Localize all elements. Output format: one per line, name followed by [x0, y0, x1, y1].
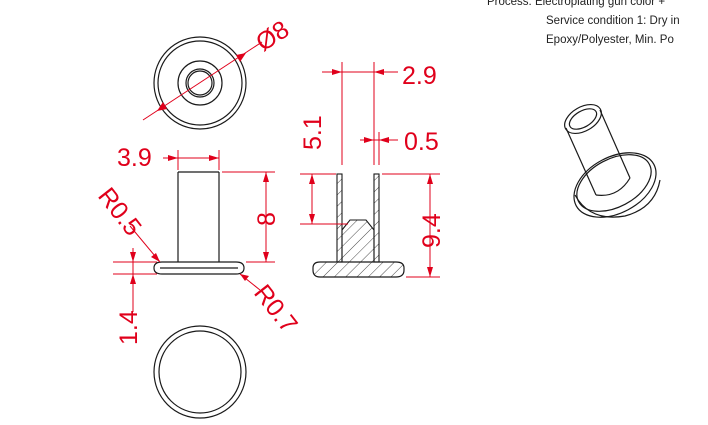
iso-flange-inner	[576, 154, 652, 212]
flange-outline	[153, 261, 245, 275]
top-view-hole-inner	[187, 70, 213, 96]
dim-inner-depth: 5.1	[299, 115, 327, 150]
dim-flange-thickness: 1.4	[115, 310, 143, 345]
top-view-inner-circle	[177, 60, 223, 106]
dim-wall-thickness: 0.5	[404, 128, 439, 156]
dim-outer-diameter: Ø8	[251, 15, 294, 57]
dim-bottom-fillet-arrow	[240, 274, 249, 281]
dim-wall-thickness-arrow-r	[379, 137, 389, 143]
iso-shank-top-inner	[568, 108, 598, 130]
top-view: Ø8	[142, 15, 294, 130]
dim-flange-thickness-arrow-b	[130, 274, 136, 284]
dim-total-height: 9.4	[418, 213, 446, 248]
section-right-wall	[373, 173, 380, 263]
section-left-wall	[336, 173, 343, 263]
dim-top-fillet-radius: R0.5	[92, 182, 147, 241]
process-line: Process: Electroplating gun color +	[487, 0, 708, 12]
process-notes: Process: Electroplating gun color + Serv…	[487, 0, 708, 50]
iso-shank-right	[599, 109, 631, 179]
dim-shank-length: 8	[253, 212, 281, 226]
dim-wall-width: 2.9	[402, 62, 437, 90]
dim-inner-depth-arrow-b	[309, 214, 315, 224]
side-view: 3.9 8 R0.5 R0.7 1.4	[92, 144, 303, 345]
dim-top-fillet-arrow	[151, 253, 160, 262]
bottom-view-inner-circle	[158, 330, 242, 414]
dim-inner-depth-arrow-t	[309, 174, 315, 184]
dim-flange-thickness-arrow-t	[130, 252, 136, 262]
dim-shank-diameter-arrow-l	[168, 155, 178, 161]
dim-shank-length-arrow-b	[263, 252, 269, 262]
isometric-view	[564, 103, 661, 218]
dim-wall-thickness-arrow-l	[364, 137, 374, 143]
top-view-second-circle	[157, 40, 243, 126]
iso-shank-left	[565, 127, 597, 196]
dim-bottom-fillet-radius: R0.7	[248, 279, 303, 338]
bottom-view-outer-circle	[153, 325, 247, 419]
section-flange	[312, 261, 405, 278]
iso-shank-base	[595, 177, 631, 196]
service-condition-line: Service condition 1: Dry in	[546, 15, 680, 27]
section-view: 2.9 0.5 5.1 9.4	[299, 62, 446, 278]
iso-flange-rim	[574, 179, 661, 218]
dim-total-height-arrow-b	[427, 267, 433, 277]
iso-shank-top-outer	[564, 103, 602, 135]
dim-wall-width-arrow-r	[374, 69, 384, 75]
process-label: Process:	[487, 0, 532, 8]
process-value: Electroplating gun color +	[534, 0, 666, 8]
top-view-outer-circle	[153, 36, 247, 130]
diameter-arrow-2	[157, 102, 167, 111]
dim-shank-diameter: 3.9	[117, 144, 152, 172]
iso-flange-outer	[573, 152, 657, 218]
top-view-hole-circle	[185, 68, 215, 98]
dim-shank-diameter-arrow-r	[209, 155, 219, 161]
bottom-view	[153, 325, 247, 419]
dim-total-height-arrow-t	[427, 174, 433, 184]
coating-line: Epoxy/Polyester, Min. Po	[546, 34, 674, 46]
diameter-arrow	[236, 53, 246, 62]
dim-shank-length-arrow-t	[263, 172, 269, 182]
dim-wall-width-arrow-l	[332, 69, 342, 75]
section-solid-bottom	[341, 219, 375, 263]
